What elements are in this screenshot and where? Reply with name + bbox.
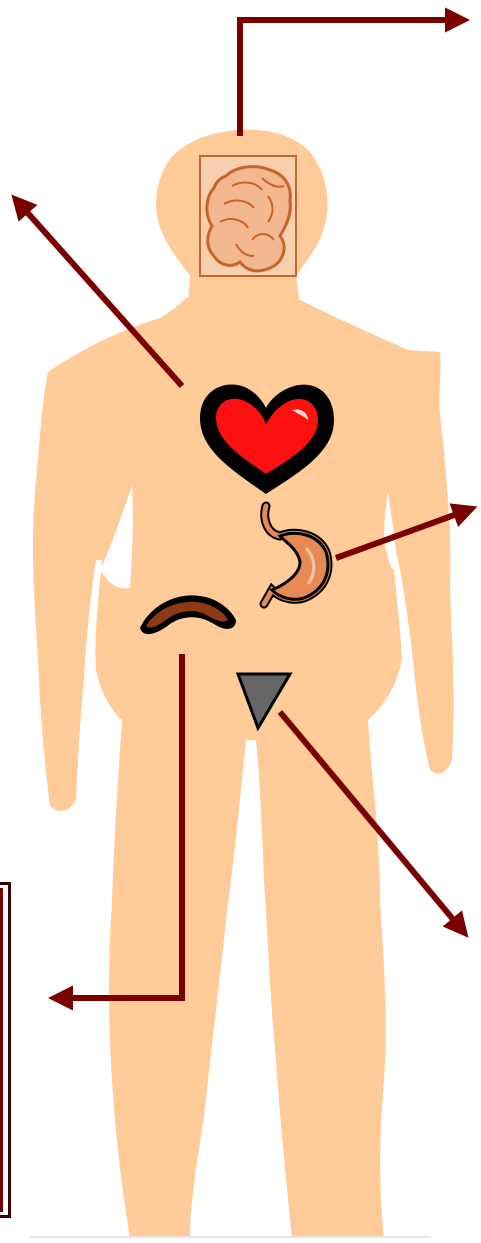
left-edge-box <box>0 882 11 1218</box>
left-edge-box-accent <box>0 888 3 1212</box>
arrow-brain <box>240 20 460 136</box>
brain-icon <box>200 156 296 276</box>
bottom-divider <box>30 1236 431 1238</box>
